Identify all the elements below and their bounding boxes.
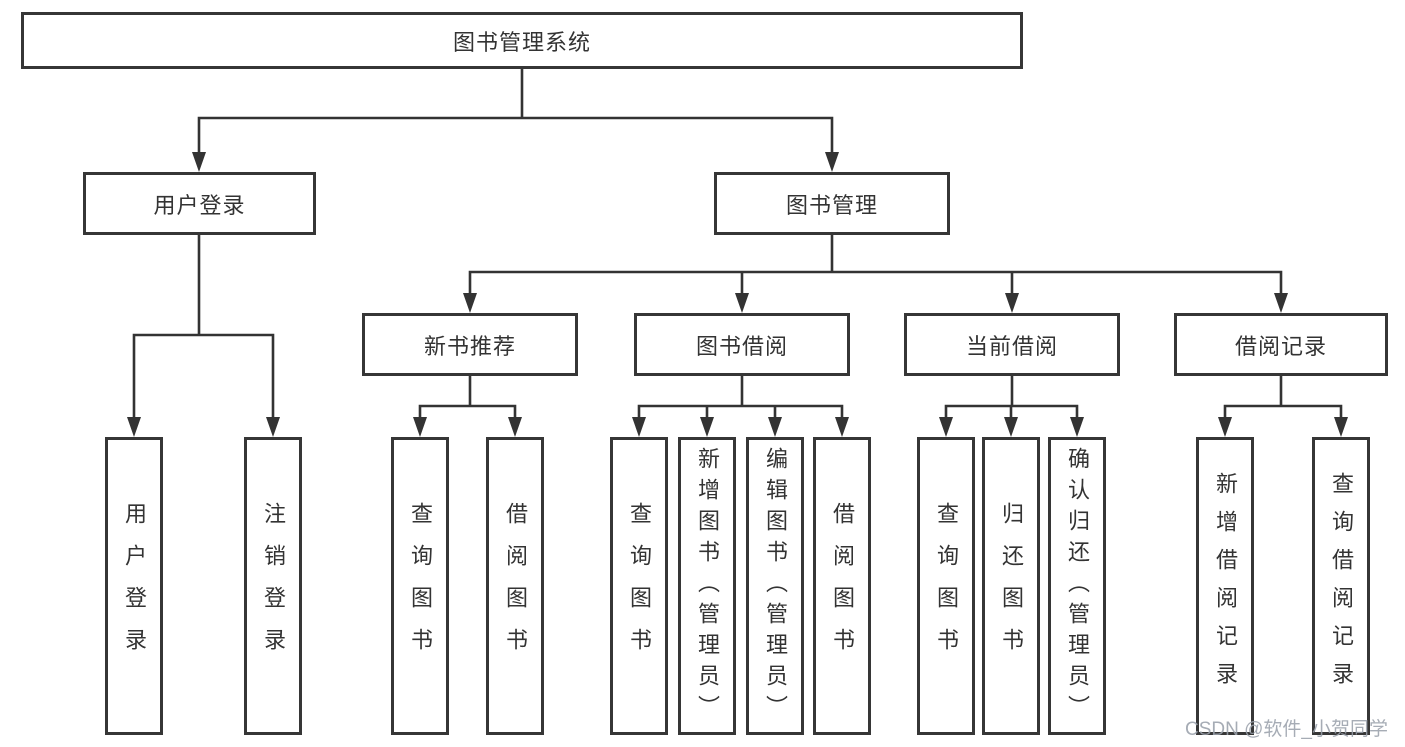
leaf-borrow-books-recommend: 借阅图书 bbox=[486, 437, 544, 735]
leaf-add-borrow-record: 新增借阅记录 bbox=[1196, 437, 1254, 735]
node-borrowing-records: 借阅记录 bbox=[1174, 313, 1388, 376]
node-current-borrowing: 当前借阅 bbox=[904, 313, 1120, 376]
leaf-label: 借阅图书 bbox=[503, 502, 528, 670]
leaf-label: 查询图书 bbox=[408, 502, 433, 670]
leaf-return-books: 归还图书 bbox=[982, 437, 1040, 735]
node-user-login: 用户登录 bbox=[83, 172, 316, 235]
leaf-borrow-books: 借阅图书 bbox=[813, 437, 871, 735]
csdn-watermark: CSDN @软件_小贺同学 bbox=[1185, 719, 1388, 740]
leaf-confirm-return-admin: 确认归还（管理员） bbox=[1048, 437, 1106, 735]
leaf-label: 归还图书 bbox=[999, 502, 1024, 670]
leaf-label: 新增借阅记录 bbox=[1213, 472, 1238, 700]
leaf-edit-books-admin: 编辑图书（管理员） bbox=[746, 437, 804, 735]
leaf-label: 用户登录 bbox=[122, 502, 147, 670]
leaf-label: 查询借阅记录 bbox=[1329, 472, 1354, 700]
leaf-user-login: 用户登录 bbox=[105, 437, 163, 735]
node-root-library-system: 图书管理系统 bbox=[21, 12, 1023, 69]
leaf-logout: 注销登录 bbox=[244, 437, 302, 735]
leaf-label: 确认归还（管理员） bbox=[1065, 446, 1090, 726]
leaf-query-borrow-record: 查询借阅记录 bbox=[1312, 437, 1370, 735]
leaf-add-books-admin: 新增图书（管理员） bbox=[678, 437, 736, 735]
leaf-label: 借阅图书 bbox=[830, 502, 855, 670]
leaf-label: 新增图书（管理员） bbox=[695, 446, 720, 726]
leaf-label: 注销登录 bbox=[261, 502, 286, 670]
node-book-management: 图书管理 bbox=[714, 172, 950, 235]
arrowhead-icons bbox=[127, 152, 1348, 437]
leaf-label: 编辑图书（管理员） bbox=[763, 446, 788, 726]
node-book-borrowing: 图书借阅 bbox=[634, 313, 850, 376]
leaf-query-books-recommend: 查询图书 bbox=[391, 437, 449, 735]
leaf-query-books-borrowing: 查询图书 bbox=[610, 437, 668, 735]
connector-lines bbox=[132, 66, 1343, 423]
node-new-book-recommendation: 新书推荐 bbox=[362, 313, 578, 376]
leaf-query-books-current: 查询图书 bbox=[917, 437, 975, 735]
leaf-label: 查询图书 bbox=[934, 502, 959, 670]
leaf-label: 查询图书 bbox=[627, 502, 652, 670]
